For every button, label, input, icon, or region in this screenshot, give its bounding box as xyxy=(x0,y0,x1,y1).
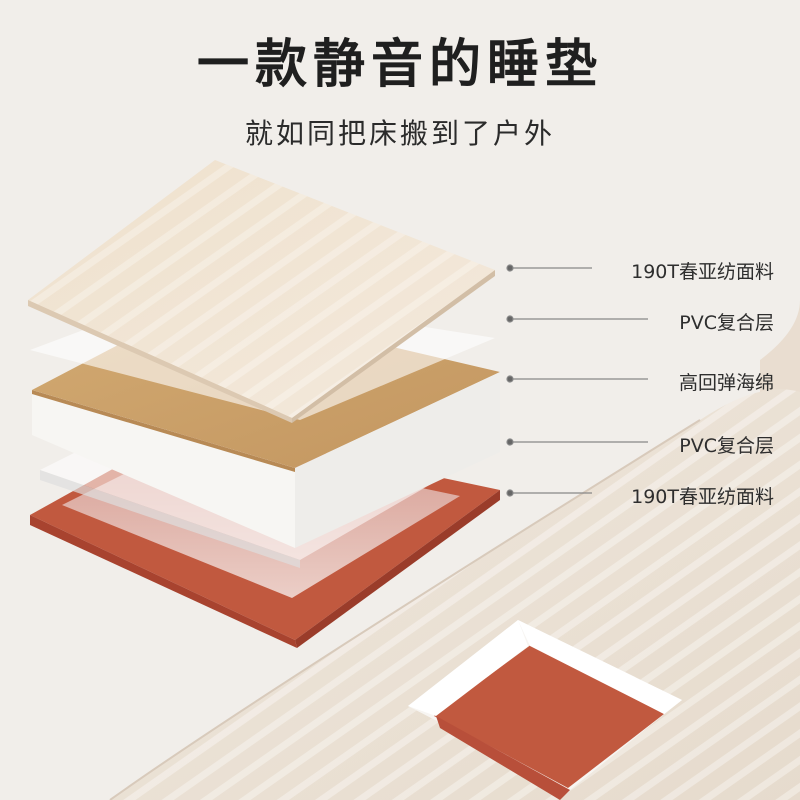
leader-lines xyxy=(506,264,648,497)
layer-label-pvc-lower: PVC复合层 xyxy=(679,435,774,457)
page-subtitle: 就如同把床搬到了户外 xyxy=(244,117,555,150)
layer-label-pvc-upper: PVC复合层 xyxy=(679,312,774,334)
page-title: 一款静音的睡垫 xyxy=(196,35,603,95)
layer-top-fabric xyxy=(28,160,495,423)
layer-label-top-fabric: 190T春亚纺面料 xyxy=(631,261,774,283)
layer-label-foam: 高回弹海绵 xyxy=(678,372,774,394)
layer-label-bottom-fabric: 190T春亚纺面料 xyxy=(631,486,774,508)
mattress-cutout xyxy=(408,620,682,800)
